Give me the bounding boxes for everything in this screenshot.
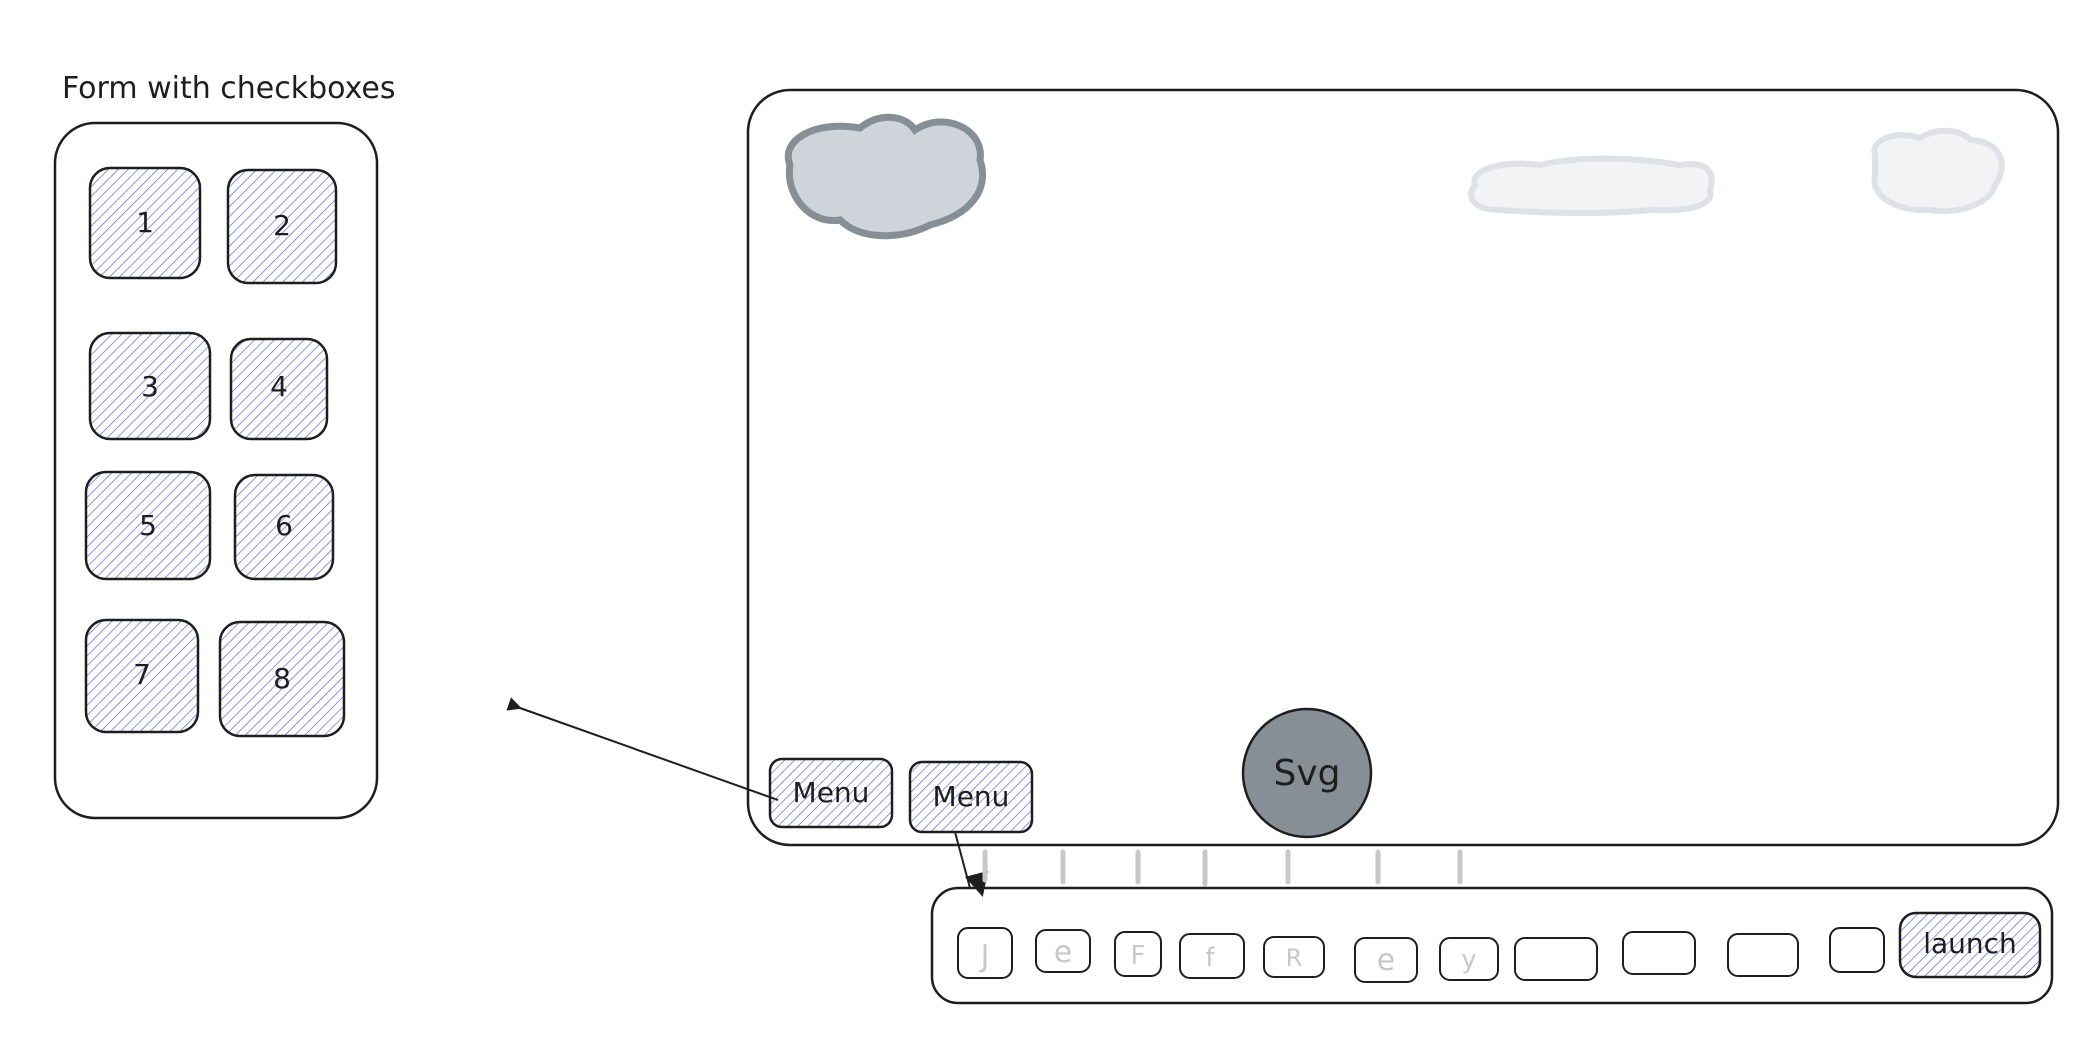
checkbox-label: 7 xyxy=(133,658,151,691)
dock-key-label: e xyxy=(1377,943,1395,978)
form-panel xyxy=(53,121,379,820)
arrow-to-dock xyxy=(954,831,989,898)
menu-button-1[interactable]: Menu xyxy=(768,757,894,829)
checkbox-label: 4 xyxy=(270,370,288,403)
checkbox-label: 1 xyxy=(136,206,154,239)
dock-key-y[interactable]: y xyxy=(1439,937,1499,981)
menu-button-label: Menu xyxy=(933,780,1010,813)
dock-key-j[interactable]: J xyxy=(957,927,1013,979)
dock-key-label: y xyxy=(1461,945,1476,975)
svg-circle[interactable]: Svg xyxy=(1241,707,1373,839)
checkbox-4[interactable]: 4 xyxy=(229,337,329,441)
dock-bar xyxy=(930,886,2054,1005)
dock-key-label: e xyxy=(1054,935,1072,970)
faded-connectors xyxy=(982,849,1463,887)
checkbox-label: 3 xyxy=(141,370,159,403)
dock-key-r[interactable]: R xyxy=(1263,936,1325,978)
checkbox-2[interactable]: 2 xyxy=(226,168,338,285)
cloud-light-small-icon xyxy=(1871,127,2005,215)
main-canvas-frame xyxy=(746,88,2060,847)
cloud-dark-icon xyxy=(784,113,987,240)
dock-empty-key[interactable] xyxy=(1829,927,1885,973)
dock-key-f-upper[interactable]: F xyxy=(1114,931,1162,977)
cloud-light-wide-icon xyxy=(1468,155,1715,217)
menu-button-2[interactable]: Menu xyxy=(908,760,1034,834)
dock-empty-key[interactable] xyxy=(1514,937,1598,981)
dock-key-label: J xyxy=(979,939,990,974)
launch-button-label: launch xyxy=(1923,927,2017,960)
arrow-to-form xyxy=(506,697,779,801)
checkbox-label: 2 xyxy=(273,209,291,242)
checkbox-label: 6 xyxy=(275,509,293,542)
checkbox-label: 8 xyxy=(273,662,291,695)
dock-key-e[interactable]: e xyxy=(1035,929,1091,973)
dock-key-label: f xyxy=(1205,943,1215,973)
dock-empty-key[interactable] xyxy=(1622,931,1696,975)
checkbox-7[interactable]: 7 xyxy=(84,618,200,734)
launch-button[interactable]: launch xyxy=(1898,911,2042,979)
form-title: Form with checkboxes xyxy=(62,71,396,106)
checkbox-8[interactable]: 8 xyxy=(218,620,346,738)
dock-key-f-lower[interactable]: f xyxy=(1179,933,1245,979)
checkbox-5[interactable]: 5 xyxy=(84,470,212,581)
checkbox-3[interactable]: 3 xyxy=(88,331,212,441)
svg-circle-label: Svg xyxy=(1273,753,1340,794)
dock-key-e-2[interactable]: e xyxy=(1354,937,1418,983)
checkbox-6[interactable]: 6 xyxy=(233,473,335,581)
checkbox-1[interactable]: 1 xyxy=(88,166,202,280)
menu-button-label: Menu xyxy=(793,776,870,809)
checkbox-label: 5 xyxy=(139,509,157,542)
dock-key-label: F xyxy=(1131,941,1146,971)
dock-key-label: R xyxy=(1286,944,1303,972)
dock-empty-key[interactable] xyxy=(1727,933,1799,977)
